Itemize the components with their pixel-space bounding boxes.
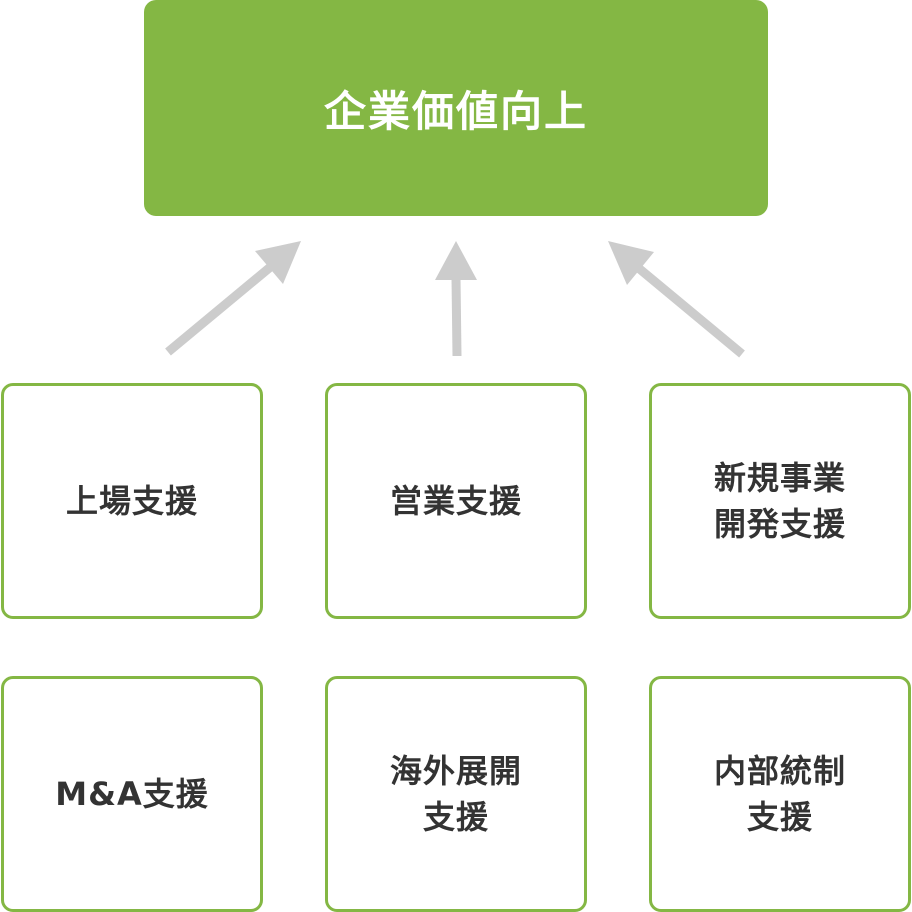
support-label-line1: 上場支援 <box>65 481 198 520</box>
support-label-new-business: 新規事業 開発支援 <box>714 455 846 548</box>
arrow-left <box>165 241 301 356</box>
support-label-line1: 海外展開 <box>389 751 522 790</box>
support-label-internal-control: 内部統制 支援 <box>714 748 846 841</box>
arrow-right <box>608 241 745 358</box>
goal-box: 企業価値向上 <box>144 0 768 216</box>
support-box-ma: M&A支援 <box>1 676 263 912</box>
support-box-internal-control: 内部統制 支援 <box>649 676 911 912</box>
support-label-line1: 営業支援 <box>389 481 522 520</box>
support-label-line1: M&A支援 <box>55 774 209 813</box>
support-box-sales: 営業支援 <box>325 383 587 619</box>
support-label-line2: 開発支援 <box>713 505 846 543</box>
support-label-line2: 支援 <box>746 798 813 836</box>
support-box-overseas: 海外展開 支援 <box>325 676 587 912</box>
support-label-ipo: 上場支援 <box>66 478 198 524</box>
support-label-ma: M&A支援 <box>55 771 209 817</box>
support-label-line2: 支援 <box>422 798 489 836</box>
support-label-line1: 新規事業 <box>713 458 846 497</box>
support-box-ipo: 上場支援 <box>1 383 263 619</box>
arrow-center <box>435 241 477 357</box>
support-box-new-business: 新規事業 開発支援 <box>649 383 911 619</box>
support-label-sales: 営業支援 <box>390 478 522 524</box>
support-label-line1: 内部統制 <box>713 751 846 790</box>
goal-label: 企業価値向上 <box>323 86 588 136</box>
support-label-overseas: 海外展開 支援 <box>390 748 522 841</box>
